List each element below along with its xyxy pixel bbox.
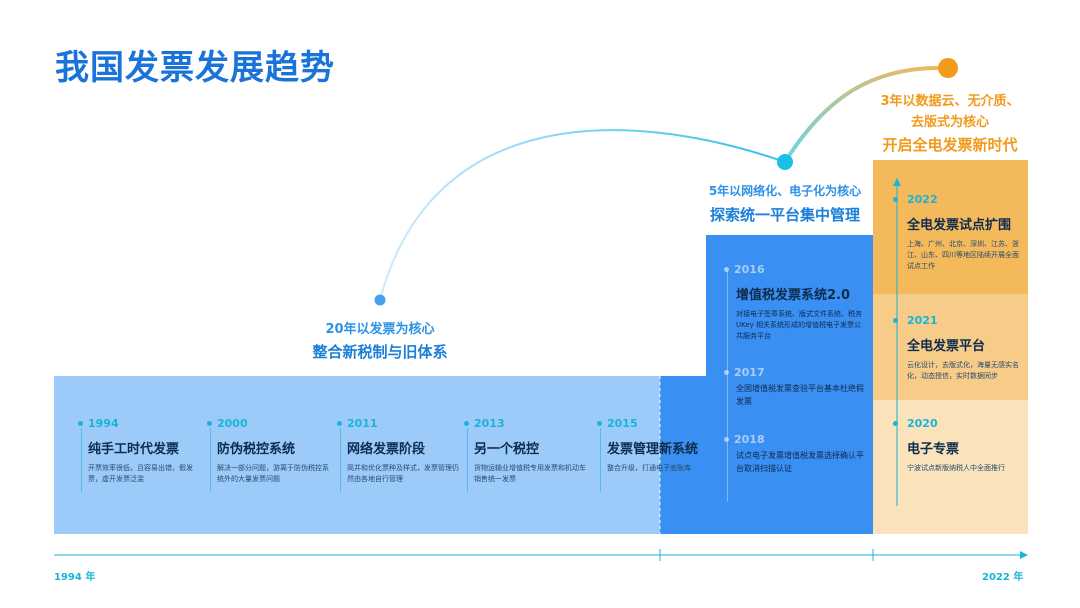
milestone-desc: 云化设计，去版式化，海量无感实名化，动态授信，实时数据同步	[907, 361, 1019, 380]
stage-1-block	[54, 376, 660, 534]
phase-2-line1: 5年以网络化、电子化为核心	[708, 184, 862, 198]
timeline-dot	[207, 421, 212, 426]
stage-2-upper-block	[706, 235, 873, 376]
milestone-desc: 试点电子发票增值税发票选择确认平台取消扫描认证	[736, 451, 864, 473]
milestone-year: 2017	[734, 366, 765, 379]
milestone-year: 2018	[734, 433, 765, 446]
milestone-1994: 1994 纯手工时代发票 开票效率很低，且容易出错，假发票，虚开发票泛滥	[78, 417, 203, 485]
milestone-title: 纯手工时代发票	[88, 442, 180, 457]
milestone-year: 2013	[474, 417, 505, 430]
milestone-year: 2020	[907, 417, 938, 430]
phase-3-line1b: 去版式为核心	[910, 115, 989, 130]
milestone-2020: 2020 电子专票 宁波试点新版纳税人中全面推行	[893, 417, 1023, 474]
milestone-title: 网络发票阶段	[347, 442, 426, 457]
phase-caption-3: 3年以数据云、无介质、 去版式为核心 开启全电发票新时代	[870, 90, 1030, 155]
phase-dot-2	[777, 154, 793, 170]
timeline-dot	[893, 421, 898, 426]
milestone-title: 增值税发票系统2.0	[736, 288, 851, 303]
phase-dot-3	[938, 58, 958, 78]
milestone-desc: 全国增值税发票查验平台基本杜绝假发票	[736, 384, 864, 406]
milestone-title: 发票管理新系统	[607, 442, 699, 457]
phase-caption-2: 5年以网络化、电子化为核心 探索统一平台集中管理	[700, 182, 870, 225]
milestone-title: 防伪税控系统	[217, 442, 296, 457]
milestone-title: 电子专票	[907, 442, 960, 457]
milestone-2013: 2013 另一个税控 货物运输业增值税专用发票和机动车销售统一发票	[464, 417, 589, 485]
milestone-2000: 2000 防伪税控系统 解决一部分问题，游离于防伪税控系统外的大量发票问题	[207, 417, 332, 485]
milestone-year: 2022	[907, 193, 938, 206]
timeline-dot	[893, 318, 898, 323]
stage-divider	[659, 376, 661, 534]
milestone-2015: 2015 发票管理新系统 整合升级，打通电子底账库	[597, 417, 707, 474]
milestone-title: 全电发票平台	[907, 339, 986, 354]
milestone-desc: 解决一部分问题，游离于防伪税控系统外的大量发票问题	[217, 464, 329, 483]
timeline-dot	[893, 197, 898, 202]
milestone-desc: 简并和优化票种及样式，发票管理仍然由各地自行管理	[347, 464, 459, 483]
stage-2-lower-block	[660, 376, 873, 534]
milestone-2021: 2021 全电发票平台 云化设计，去版式化，海量无感实名化，动态授信，实时数据同…	[893, 314, 1023, 382]
curve-segment-1	[379, 129, 786, 301]
phase-2-line2: 探索统一平台集中管理	[709, 206, 860, 224]
timeline-dot	[337, 421, 342, 426]
milestone-year: 2011	[347, 417, 378, 430]
stage-3-arrow	[893, 178, 901, 506]
curve-segment-2	[783, 65, 949, 164]
axis-end-label: 2022 年	[982, 572, 1024, 583]
phase-1-line2: 整合新税制与旧体系	[312, 343, 448, 361]
stage-3-bottom-block	[873, 400, 1028, 534]
milestone-desc: 整合升级，打通电子底账库	[607, 464, 691, 472]
time-axis	[54, 549, 1028, 561]
page-title: 我国发票发展趋势	[55, 48, 335, 88]
milestone-2016: 2016 增值税发票系统2.0 对接电子签章系统、版式文件系统、税务 UKey …	[724, 263, 864, 342]
milestone-year: 2015	[607, 417, 638, 430]
phase-3-line1: 3年以数据云、无介质、	[880, 94, 1020, 109]
milestone-title: 全电发票试点扩围	[907, 218, 1012, 233]
milestone-year: 2000	[217, 417, 248, 430]
timeline-dot	[724, 370, 729, 375]
timeline-tick	[467, 428, 468, 492]
milestone-2011: 2011 网络发票阶段 简并和优化票种及样式，发票管理仍然由各地自行管理	[337, 417, 462, 485]
axis-start-label: 1994 年	[54, 572, 96, 583]
phase-caption-1: 20年以发票为核心 整合新税制与旧体系	[280, 318, 480, 362]
stage-3-mid-block	[873, 294, 1028, 400]
milestone-desc: 货物运输业增值税专用发票和机动车销售统一发票	[474, 464, 586, 483]
milestone-desc: 上海、广州、北京、深圳、江苏、浙江、山东、四川等地区陆续开展全面试点工作	[907, 240, 1019, 270]
phase-3-line2: 开启全电发票新时代	[882, 136, 1018, 154]
timeline-tick	[340, 428, 341, 492]
timeline-dot	[724, 437, 729, 442]
milestone-2017: 2017 全国增值税发票查验平台基本杜绝假发票	[724, 366, 864, 408]
milestone-title: 另一个税控	[474, 442, 540, 457]
timeline-dot	[464, 421, 469, 426]
phase-1-line1: 20年以发票为核心	[325, 322, 435, 337]
timeline-dot	[597, 421, 602, 426]
milestone-year: 2016	[734, 263, 765, 276]
timeline-tick	[81, 428, 82, 492]
milestone-desc: 开票效率很低，且容易出错，假发票，虚开发票泛滥	[88, 464, 193, 483]
milestone-2022: 2022 全电发票试点扩围 上海、广州、北京、深圳、江苏、浙江、山东、四川等地区…	[893, 193, 1023, 272]
phase-dot-1	[374, 294, 386, 306]
timeline-tick	[600, 428, 601, 492]
milestone-desc: 宁波试点新版纳税人中全面推行	[907, 464, 1005, 472]
milestone-year: 1994	[88, 417, 119, 430]
timeline-dot	[78, 421, 83, 426]
milestone-2018: 2018 试点电子发票增值税发票选择确认平台取消扫描认证	[724, 433, 864, 475]
milestone-desc: 对接电子签章系统、版式文件系统、税务 UKey 相关系统形成的增值税电子发票公共…	[736, 310, 862, 340]
timeline-tick	[210, 428, 211, 492]
timeline-tick	[727, 270, 728, 502]
milestone-year: 2021	[907, 314, 938, 327]
timeline-dot	[724, 267, 729, 272]
